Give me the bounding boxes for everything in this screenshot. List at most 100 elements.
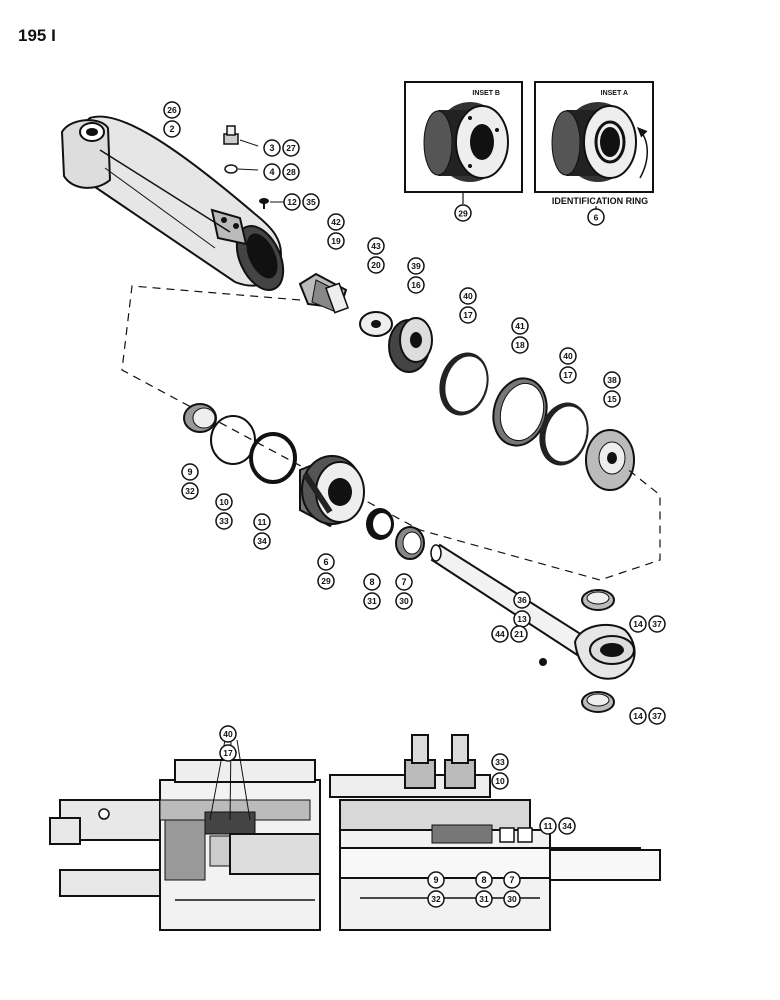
callout-bottom-label: 2 <box>169 124 174 134</box>
wear-ring-17-upper <box>439 352 489 416</box>
identification-ring-arrow <box>636 126 648 179</box>
callout-top-label-circle <box>475 871 493 889</box>
wear-ring-17-lower <box>539 402 589 466</box>
callout-c-39-16: 39 16 <box>407 257 425 294</box>
cylinder-barrel <box>60 115 285 291</box>
callout-bottom-label-circle <box>282 139 300 157</box>
callout-c-9-32: 932 <box>181 463 199 500</box>
callout-top-label: 8 <box>481 875 486 885</box>
callout-bottom-label-circle <box>253 532 271 550</box>
inset-a-piston-drawing <box>551 102 637 182</box>
callout-bottom-label-circle <box>558 817 576 835</box>
callout-top-label: 14 <box>633 619 643 629</box>
page-number: 195 I <box>18 26 56 45</box>
rod-seal-8 <box>366 508 394 540</box>
callout-c-7-30: 730 <box>395 573 413 610</box>
callout-top-label-circle <box>559 347 577 365</box>
callout-bottom-label: 29 <box>321 576 331 586</box>
callout-top-label-circle <box>459 287 477 305</box>
callout-c-8-31: 831 <box>363 573 381 610</box>
callout-top-label: 9 <box>433 875 438 885</box>
callout-top-label: 7 <box>509 875 514 885</box>
callout-bottom-label-circle <box>163 120 181 138</box>
callout-top-label-circle <box>181 463 199 481</box>
callout-top-label-circle <box>253 513 271 531</box>
callout-bottom-label-circle <box>559 366 577 384</box>
callout-top-label: 39 <box>411 261 421 271</box>
callout-bottom-label-circle <box>317 572 335 590</box>
callout-bottom-label: 17 <box>463 310 473 320</box>
callout-top-label-circle <box>539 817 557 835</box>
callout-bottom-label-circle <box>475 890 493 908</box>
callout-bottom-label-circle <box>459 306 477 324</box>
callout-top-label: 41 <box>515 321 525 331</box>
bushing-14-lower <box>581 691 615 713</box>
callout-bottom-label-circle <box>491 772 509 790</box>
piston-15 <box>585 429 635 491</box>
callout-bottom-label: 28 <box>286 167 296 177</box>
piston-rod-13 <box>430 543 636 680</box>
callout-c-36-13: 36 13 <box>513 591 531 628</box>
callout-top-label: 33 <box>495 757 505 767</box>
backup-ring-11 <box>249 432 297 484</box>
inset-b-piston-drawing <box>423 102 509 182</box>
callout-top-label: 40 <box>463 291 473 301</box>
callout-top-label-circle <box>629 707 647 725</box>
callout-bottom-label-circle <box>367 256 385 274</box>
lock-nut-16 <box>388 317 433 373</box>
inset-a-box: INSET A IDENTIFICATION RING 6 <box>534 81 654 226</box>
callout-bottom-label: 13 <box>517 614 527 624</box>
screw-12 <box>259 198 285 209</box>
callout-top-label: 26 <box>167 105 177 115</box>
assembly-guide-dashed-line <box>121 285 661 581</box>
callout-bottom-label: 17 <box>563 370 573 380</box>
callout-bottom-label-circle <box>181 482 199 500</box>
callout-bottom-label-circle <box>511 336 529 354</box>
callout-c-26-2: 26 2 <box>163 101 181 138</box>
inset-b-box: INSET B 29 <box>404 81 523 222</box>
grease-fitting-21 <box>539 658 547 666</box>
callout-bottom-label: 37 <box>652 711 662 721</box>
callout-bottom-label-circle <box>282 163 300 181</box>
callout-bottom-label: 16 <box>411 280 421 290</box>
callout-top-label: 11 <box>258 517 267 527</box>
callout-bottom-label-circle <box>302 193 320 211</box>
callout-top-label-circle <box>407 257 425 275</box>
identification-ring-label: IDENTIFICATION RING <box>552 196 648 206</box>
callout-top-label-circle <box>513 591 531 609</box>
callout-bottom-label-circle <box>603 390 621 408</box>
callout-top-label-circle <box>395 573 413 591</box>
callout-bottom-label: 17 <box>223 748 233 758</box>
callout-bottom-label-circle <box>219 744 237 762</box>
callout-top-label-circle <box>163 101 181 119</box>
cylinder-head-6 <box>299 455 365 528</box>
callout-bottom-label-circle <box>363 592 381 610</box>
callout-bottom-label: 15 <box>607 394 617 404</box>
callout-top-label-circle <box>491 625 509 643</box>
callout-bottom-label-circle <box>215 512 233 530</box>
callout-top-label: 36 <box>517 595 527 605</box>
callout-bottom-label: 37 <box>652 619 662 629</box>
callout-top-label: 40 <box>223 729 233 739</box>
callout-top-label-circle <box>427 871 445 889</box>
bushing-9 <box>183 403 217 433</box>
callout-bottom-label-circle <box>510 625 528 643</box>
callout-c-8-31-sec: 831 <box>475 871 493 908</box>
callout-top-label-circle <box>215 493 233 511</box>
callout-top-label-circle <box>491 753 509 771</box>
callout-c-7-30-sec: 730 <box>503 871 521 908</box>
callout-top-label: 7 <box>401 577 406 587</box>
piston-seal-18 <box>492 377 548 447</box>
callout-top-label-circle <box>603 371 621 389</box>
